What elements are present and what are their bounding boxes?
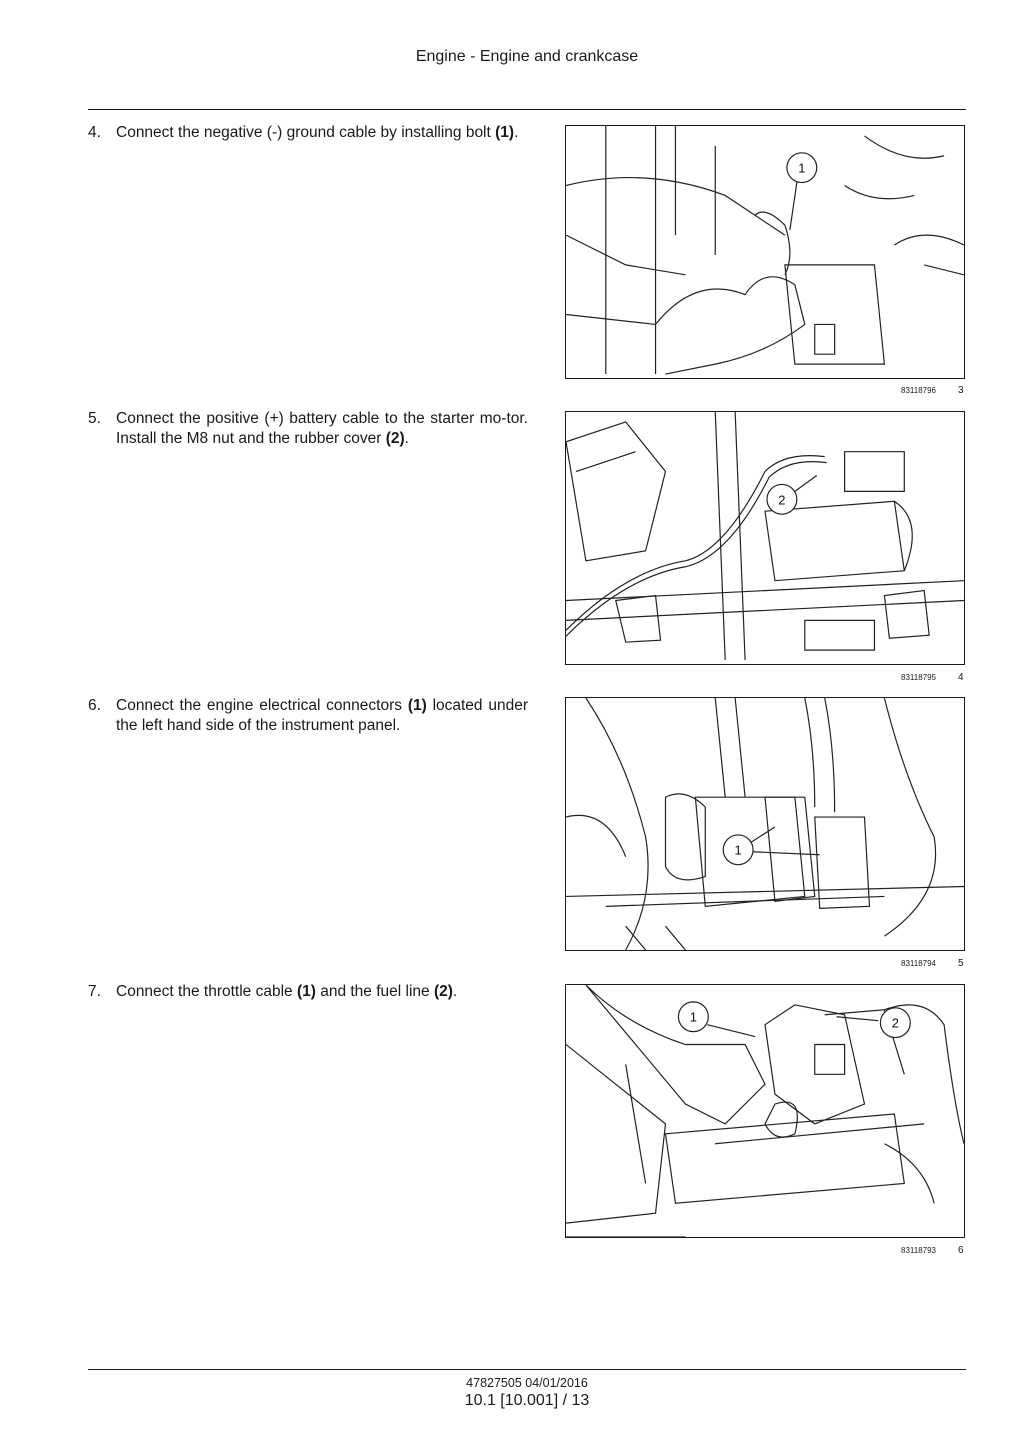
figure-electrical-connectors: 1 bbox=[565, 697, 965, 951]
step-6: 6. Connect the engine electrical connect… bbox=[88, 696, 528, 736]
callout-2: 2 bbox=[892, 1016, 899, 1031]
figure-throttle-fuel: 1 2 bbox=[565, 984, 965, 1238]
callout-1: 1 bbox=[690, 1010, 697, 1025]
figure-number: 4 bbox=[958, 672, 964, 683]
step-text: Connect the negative (-) ground cable by… bbox=[116, 124, 519, 141]
figure-code: 83118793 bbox=[901, 1246, 936, 1255]
callout-1: 1 bbox=[798, 161, 805, 176]
figure-code: 83118795 bbox=[901, 673, 936, 682]
step-7: 7. Connect the throttle cable (1) and th… bbox=[88, 982, 528, 1002]
footer-rule bbox=[88, 1369, 966, 1370]
footer-page-number: 10.1 [10.001] / 13 bbox=[464, 1392, 590, 1409]
figure-number: 6 bbox=[958, 1245, 964, 1256]
footer-doc-code: 47827505 04/01/2016 bbox=[466, 1376, 588, 1390]
step-4: 4. Connect the negative (-) ground cable… bbox=[88, 123, 528, 143]
figure-number: 3 bbox=[958, 385, 964, 396]
step-text: Connect the throttle cable (1) and the f… bbox=[116, 983, 458, 1000]
step-text: Connect the engine electrical connectors… bbox=[116, 697, 528, 734]
figure-code: 83118796 bbox=[901, 386, 936, 395]
step-text: Connect the positive (+) battery cable t… bbox=[116, 410, 528, 447]
figure-code: 83118794 bbox=[901, 959, 936, 968]
figure-starter-motor: 2 bbox=[565, 411, 965, 665]
figure-number: 5 bbox=[958, 958, 964, 969]
step-5: 5. Connect the positive (+) battery cabl… bbox=[88, 409, 528, 449]
callout-1: 1 bbox=[735, 843, 742, 858]
callout-2: 2 bbox=[778, 492, 785, 507]
header-rule bbox=[88, 109, 966, 110]
step-number: 5. bbox=[88, 410, 101, 427]
figure-ground-cable: 1 bbox=[565, 125, 965, 379]
step-number: 4. bbox=[88, 124, 101, 141]
page-header-title: Engine - Engine and crankcase bbox=[415, 48, 639, 65]
step-number: 7. bbox=[88, 983, 101, 1000]
step-number: 6. bbox=[88, 697, 101, 714]
